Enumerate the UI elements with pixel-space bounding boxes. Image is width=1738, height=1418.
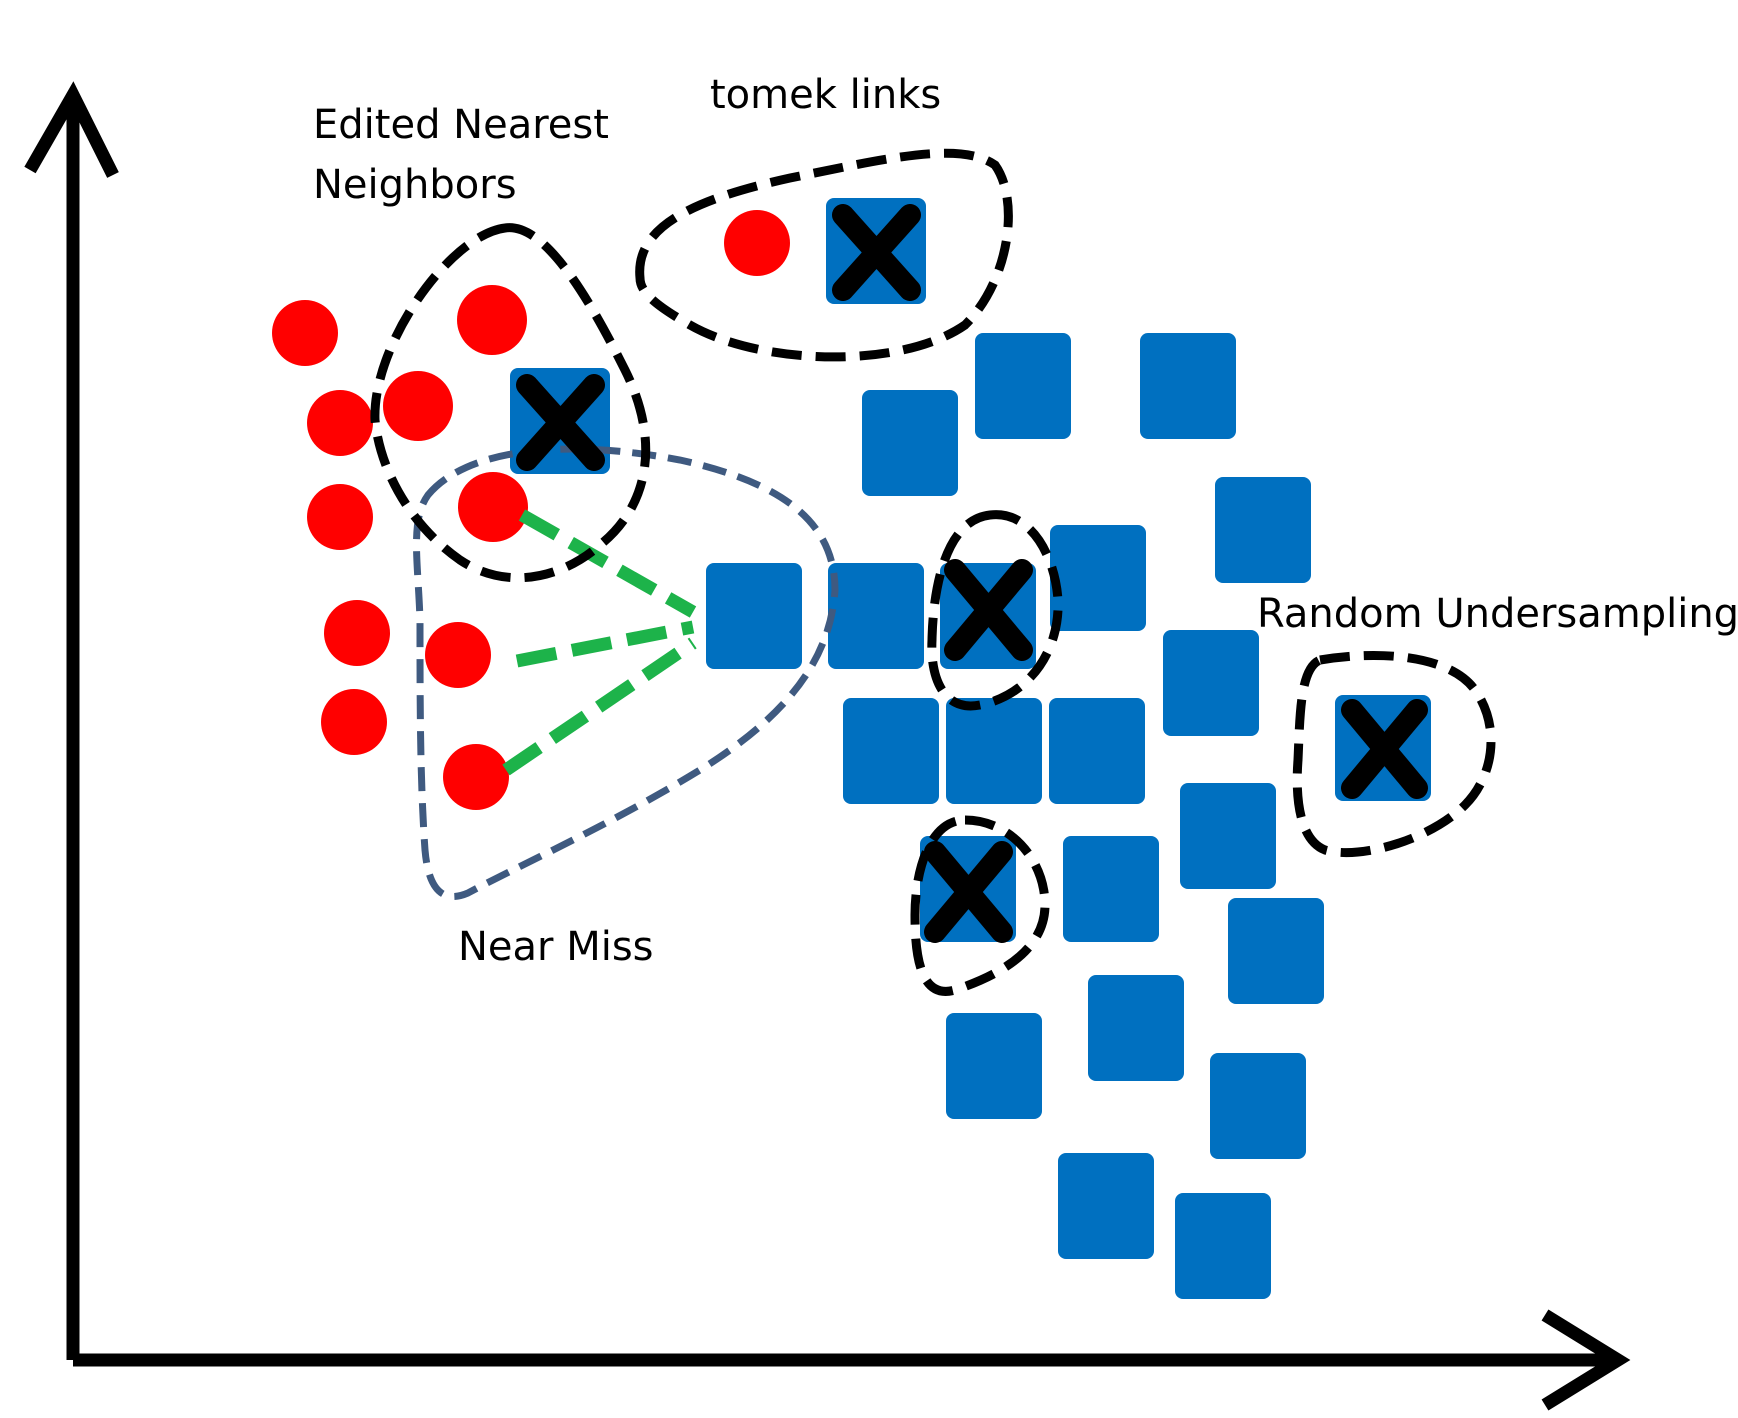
majority-point	[1163, 630, 1259, 736]
minority-point	[307, 390, 373, 456]
majority-point	[706, 563, 802, 669]
edited-nearest-neighbors-label-line1: Edited Nearest	[313, 102, 609, 148]
random-cross-outline	[910, 815, 1050, 996]
x-mark-icon	[1341, 699, 1428, 799]
majority-point	[1215, 477, 1311, 583]
majority-point	[1088, 975, 1184, 1081]
minority-point	[457, 285, 527, 355]
tomek-links-outline	[635, 148, 1013, 362]
near-miss-link	[502, 637, 697, 776]
majority-point	[975, 333, 1071, 439]
majority-point	[1058, 1153, 1154, 1259]
y-axis-arrow-icon	[24, 81, 119, 178]
near-miss-links	[502, 509, 697, 776]
labels: Edited Nearest Neighbors tomek links Ran…	[313, 72, 1738, 970]
majority-point	[1210, 1053, 1306, 1159]
minority-point	[443, 744, 509, 810]
majority-point	[1140, 333, 1236, 439]
tomek-links-label: tomek links	[710, 72, 941, 118]
group-outlines	[370, 148, 1496, 996]
x-axis-arrow-icon	[1541, 1309, 1631, 1411]
near-miss-label: Near Miss	[458, 924, 654, 970]
minority-point	[272, 300, 338, 366]
minority-point	[324, 600, 390, 666]
minority-point	[383, 371, 453, 441]
minority-point	[307, 484, 373, 550]
near-miss-outline	[413, 445, 839, 900]
majority-point	[1180, 783, 1276, 889]
near-miss-link	[518, 509, 697, 618]
minority-points	[272, 210, 790, 810]
majority-point	[1175, 1193, 1271, 1299]
majority-point	[946, 1013, 1042, 1119]
majority-points	[510, 198, 1431, 1299]
random-undersampling-label: Random Undersampling	[1257, 591, 1738, 637]
majority-point	[843, 698, 939, 804]
removed-marks	[516, 204, 1428, 943]
minority-point	[724, 210, 790, 276]
edited-nearest-neighbors-outline	[370, 223, 651, 583]
minority-point	[425, 622, 491, 688]
x-mark-icon	[924, 841, 1013, 943]
x-mark-icon	[832, 204, 921, 301]
axes	[24, 81, 1631, 1411]
minority-point	[458, 472, 528, 542]
edited-nearest-neighbors-label-line2: Neighbors	[313, 162, 517, 208]
random-undersampling-outline	[1292, 650, 1496, 858]
majority-point	[1050, 525, 1146, 631]
majority-point	[946, 698, 1042, 804]
x-mark-icon	[516, 374, 605, 471]
x-mark-icon	[944, 559, 1033, 661]
majority-point	[1063, 836, 1159, 942]
majority-point	[1049, 698, 1145, 804]
tomek-cross-outline	[927, 510, 1063, 711]
near-miss-link	[515, 620, 695, 668]
majority-point	[1228, 898, 1324, 1004]
minority-point	[321, 689, 387, 755]
majority-point	[862, 390, 958, 496]
majority-point	[828, 563, 924, 669]
